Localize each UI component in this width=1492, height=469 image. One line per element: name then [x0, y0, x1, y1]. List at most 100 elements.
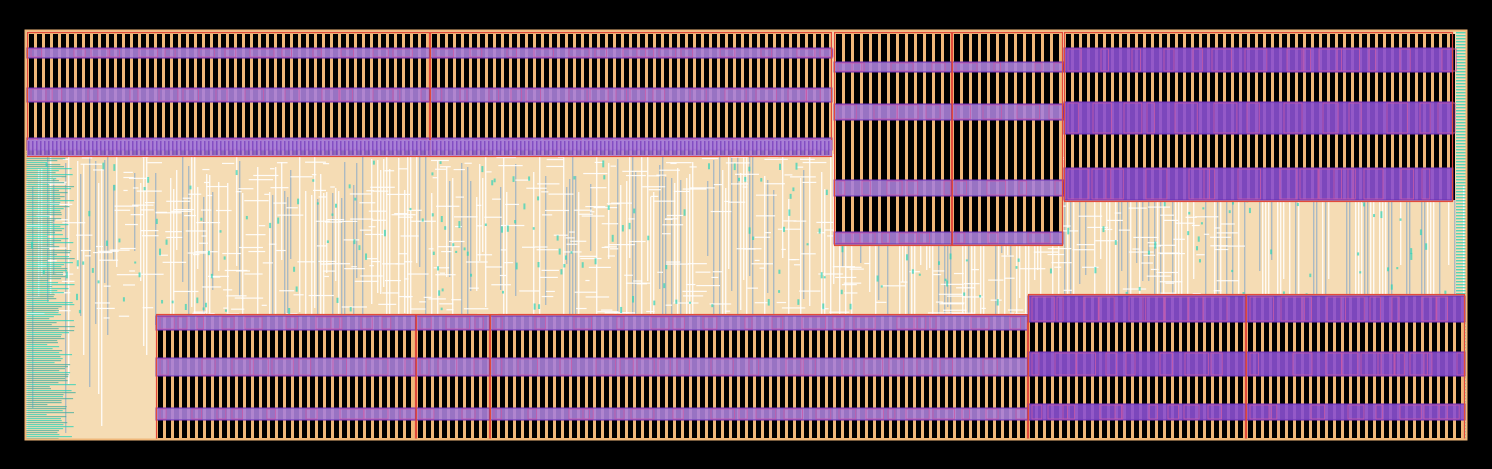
diffusion-strip [1456, 56, 1466, 58]
logic-net [773, 190, 775, 376]
diffusion-speck [911, 269, 914, 274]
diffusion-strip [26, 360, 62, 362]
strap-via [548, 141, 550, 155]
diffusion-speck [556, 235, 559, 241]
diffusion-speck [558, 248, 561, 255]
logic-strap [1106, 219, 1123, 222]
logic-net [506, 192, 508, 410]
logic-net [728, 146, 730, 269]
diffusion-speck [1187, 231, 1190, 236]
bitcell [710, 408, 735, 420]
bitcell [533, 48, 554, 58]
bitcell [107, 48, 121, 58]
strap-via [344, 141, 346, 155]
macro-top-right [1063, 31, 1457, 203]
bitcell [961, 408, 971, 420]
diffusion-strip [26, 370, 60, 372]
logic-net [323, 193, 325, 323]
wordline-band [1064, 102, 1453, 134]
bitcell [159, 358, 169, 376]
logic-net [1322, 156, 1324, 325]
logic-net [452, 178, 454, 321]
wordline-band [1064, 168, 1453, 200]
diffusion-speck [792, 187, 795, 192]
logic-strap [308, 294, 334, 297]
strap-via [240, 141, 242, 155]
bitline [286, 316, 291, 438]
logic-net [188, 166, 190, 375]
strap-via [260, 141, 262, 155]
bitcell [887, 408, 896, 420]
diffusion-strip [1456, 122, 1466, 124]
logic-strap [204, 181, 210, 184]
logic-strap [96, 307, 115, 310]
bitcell [1399, 404, 1422, 420]
bitline [434, 316, 439, 438]
logic-strap [365, 258, 378, 260]
logic-strap [123, 189, 128, 192]
logic-net [563, 145, 565, 422]
bitcell [888, 358, 905, 376]
strap-via [432, 141, 434, 155]
diffusion-speck [441, 288, 444, 292]
strap-via [688, 141, 690, 155]
logic-net [647, 150, 649, 281]
bitcell [1279, 168, 1298, 200]
diffusion-strip [1456, 236, 1466, 238]
strap-via [452, 141, 454, 155]
logic-net [1226, 173, 1228, 323]
diffusion-strip [26, 242, 74, 244]
diffusion-speck [647, 235, 650, 241]
bitcell [1299, 168, 1319, 200]
bitcell [939, 358, 953, 376]
logic-net [272, 195, 274, 424]
diffusion-speck [1357, 252, 1360, 256]
diffusion-strip [26, 414, 47, 416]
diffusion-strip [1456, 98, 1466, 100]
diffusion-speck [463, 247, 466, 251]
logic-strap [574, 291, 598, 293]
logic-strap [500, 224, 525, 227]
diffusion-speck [484, 223, 487, 227]
logic-strap [200, 209, 212, 211]
logic-net [335, 188, 337, 281]
diffusion-strip [26, 182, 65, 184]
diffusion-speck [269, 222, 272, 229]
logic-strap [880, 285, 906, 287]
logic-net [719, 157, 721, 349]
logic-strap [394, 213, 408, 215]
logic-net [1058, 194, 1060, 389]
bitline [1044, 34, 1050, 244]
diffusion-strip [26, 188, 72, 190]
logic-net [377, 160, 379, 293]
logic-strap [365, 233, 384, 236]
diffusion-strip [1456, 257, 1466, 259]
logic-strap [318, 196, 327, 198]
strap-via [280, 141, 282, 155]
diffusion-speck [358, 245, 361, 251]
diffusion-strip [1456, 161, 1466, 163]
strap-via [192, 141, 194, 155]
logic-strap [796, 166, 804, 168]
strap-via [172, 141, 174, 155]
diffusion-speck [573, 176, 576, 180]
logic-net [1136, 188, 1138, 263]
logic-strap [451, 299, 462, 301]
logic-strap [93, 169, 104, 171]
diffusion-strip [1456, 125, 1466, 127]
logic-strap [816, 221, 837, 224]
logic-strap [536, 249, 559, 251]
bitcell [392, 88, 401, 102]
logic-strap [147, 162, 163, 164]
diffusion-strip [1456, 62, 1466, 64]
diffusion-speck [30, 241, 33, 249]
logic-strap [354, 280, 379, 282]
bitcell [1125, 352, 1136, 376]
bitcell [1268, 404, 1278, 420]
logic-strap [981, 307, 986, 310]
strap-via [188, 141, 190, 155]
diffusion-speck [1296, 202, 1299, 207]
diffusion-strip [26, 334, 62, 336]
